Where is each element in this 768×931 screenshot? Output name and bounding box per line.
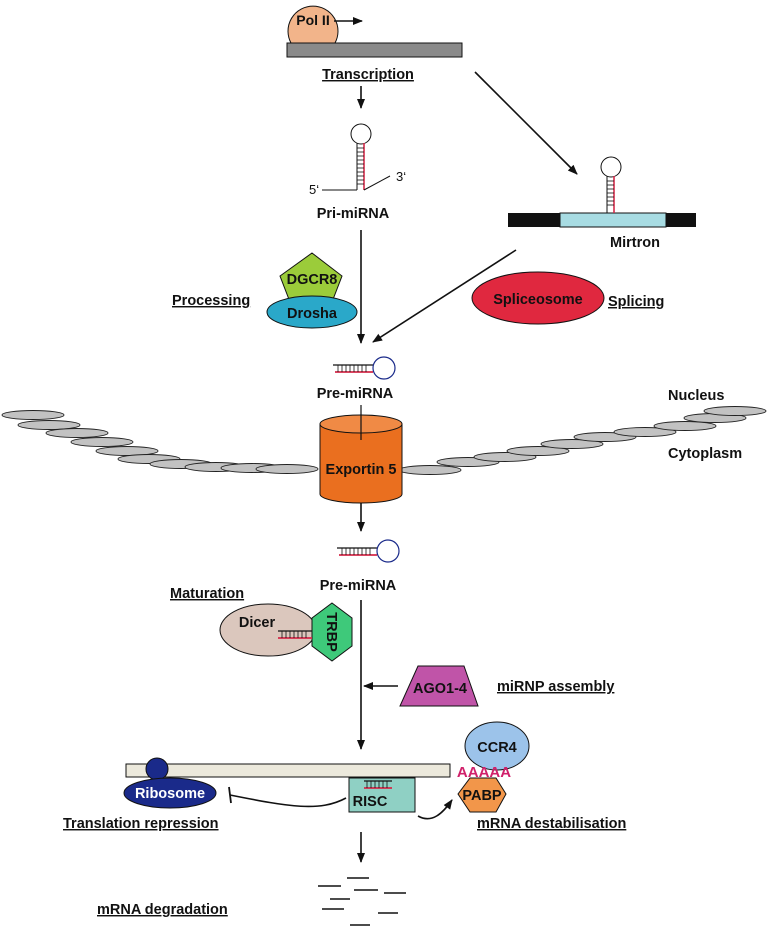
ago-label: AGO1-4 [413,681,467,697]
dicer-label: Dicer [239,615,276,631]
nucleus-label: Nucleus [668,388,724,404]
dicer-duplex [278,630,312,639]
dna-template [286,42,463,58]
trbp-label: TRBP [323,612,339,652]
ago-trapezoid [399,665,479,707]
degraded-mrna-fragments [318,877,406,926]
pre-mirna-nuclear-hairpin [333,356,396,380]
pre-mirna-nuclear-label: Pre-miRNA [317,386,394,402]
exportin5-label: Exportin 5 [326,462,397,478]
pri-mirna-label: Pri-miRNA [317,206,390,222]
pri-mirna-hairpin [322,123,391,191]
nuclear-envelope-right [398,406,767,475]
pre-mirna-cytoplasmic-hairpin [337,539,400,563]
repression-line [229,794,347,808]
spliceosome-label: Spliceosome [493,292,582,308]
drosha-label: Drosha [287,306,338,322]
mrna-degradation-label: mRNA degradation [97,902,228,918]
arrow-to-mirtron [474,71,578,175]
trbp-hexagon [311,602,353,662]
ribosome-small-subunit [145,757,169,781]
pabp-hexagon [457,777,507,813]
translation-repression-label: Translation repression [63,816,219,832]
drosha-ellipse [266,295,358,329]
mrna-strand [125,763,451,778]
three-prime-label: 3‘ [396,169,406,184]
nuclear-envelope-left [1,410,319,474]
pre-mirna-cytoplasmic-label: Pre-miRNA [320,578,397,594]
spliceosome-ellipse [471,271,605,325]
pol2-label: Pol II [296,12,329,28]
transcription-label: Transcription [322,67,414,83]
ribosome-ellipse [123,777,217,809]
processing-label: Processing [172,293,250,309]
pol2-complex: Pol II [286,5,463,58]
risc-label: RISC [353,794,388,810]
five-prime-label: 5‘ [309,182,319,197]
arrow-to-pabp [417,799,453,820]
risc-box [348,777,416,813]
mirtron-gene [508,156,696,228]
poly-a-tail: AAAAA [457,764,511,781]
maturation-label: Maturation [170,586,244,602]
mirtron-label: Mirtron [610,235,660,251]
pabp-label: PABP [462,788,502,804]
mirnp-assembly-label: miRNP assembly [497,679,614,695]
dgcr8-label: DGCR8 [287,272,338,288]
mrna-destabilisation-label: mRNA destabilisation [477,816,626,832]
ribosome-label: Ribosome [135,786,205,802]
pol2-shape [287,5,339,44]
splicing-label: Splicing [608,294,664,310]
risc-duplex [364,780,392,789]
cytoplasm-label: Cytoplasm [668,446,742,462]
arrow-mirtron-to-pre-mirna [372,249,517,343]
repression-bar [228,786,232,804]
ccr4-ellipse [464,721,530,771]
ccr4-label: CCR4 [477,740,516,756]
